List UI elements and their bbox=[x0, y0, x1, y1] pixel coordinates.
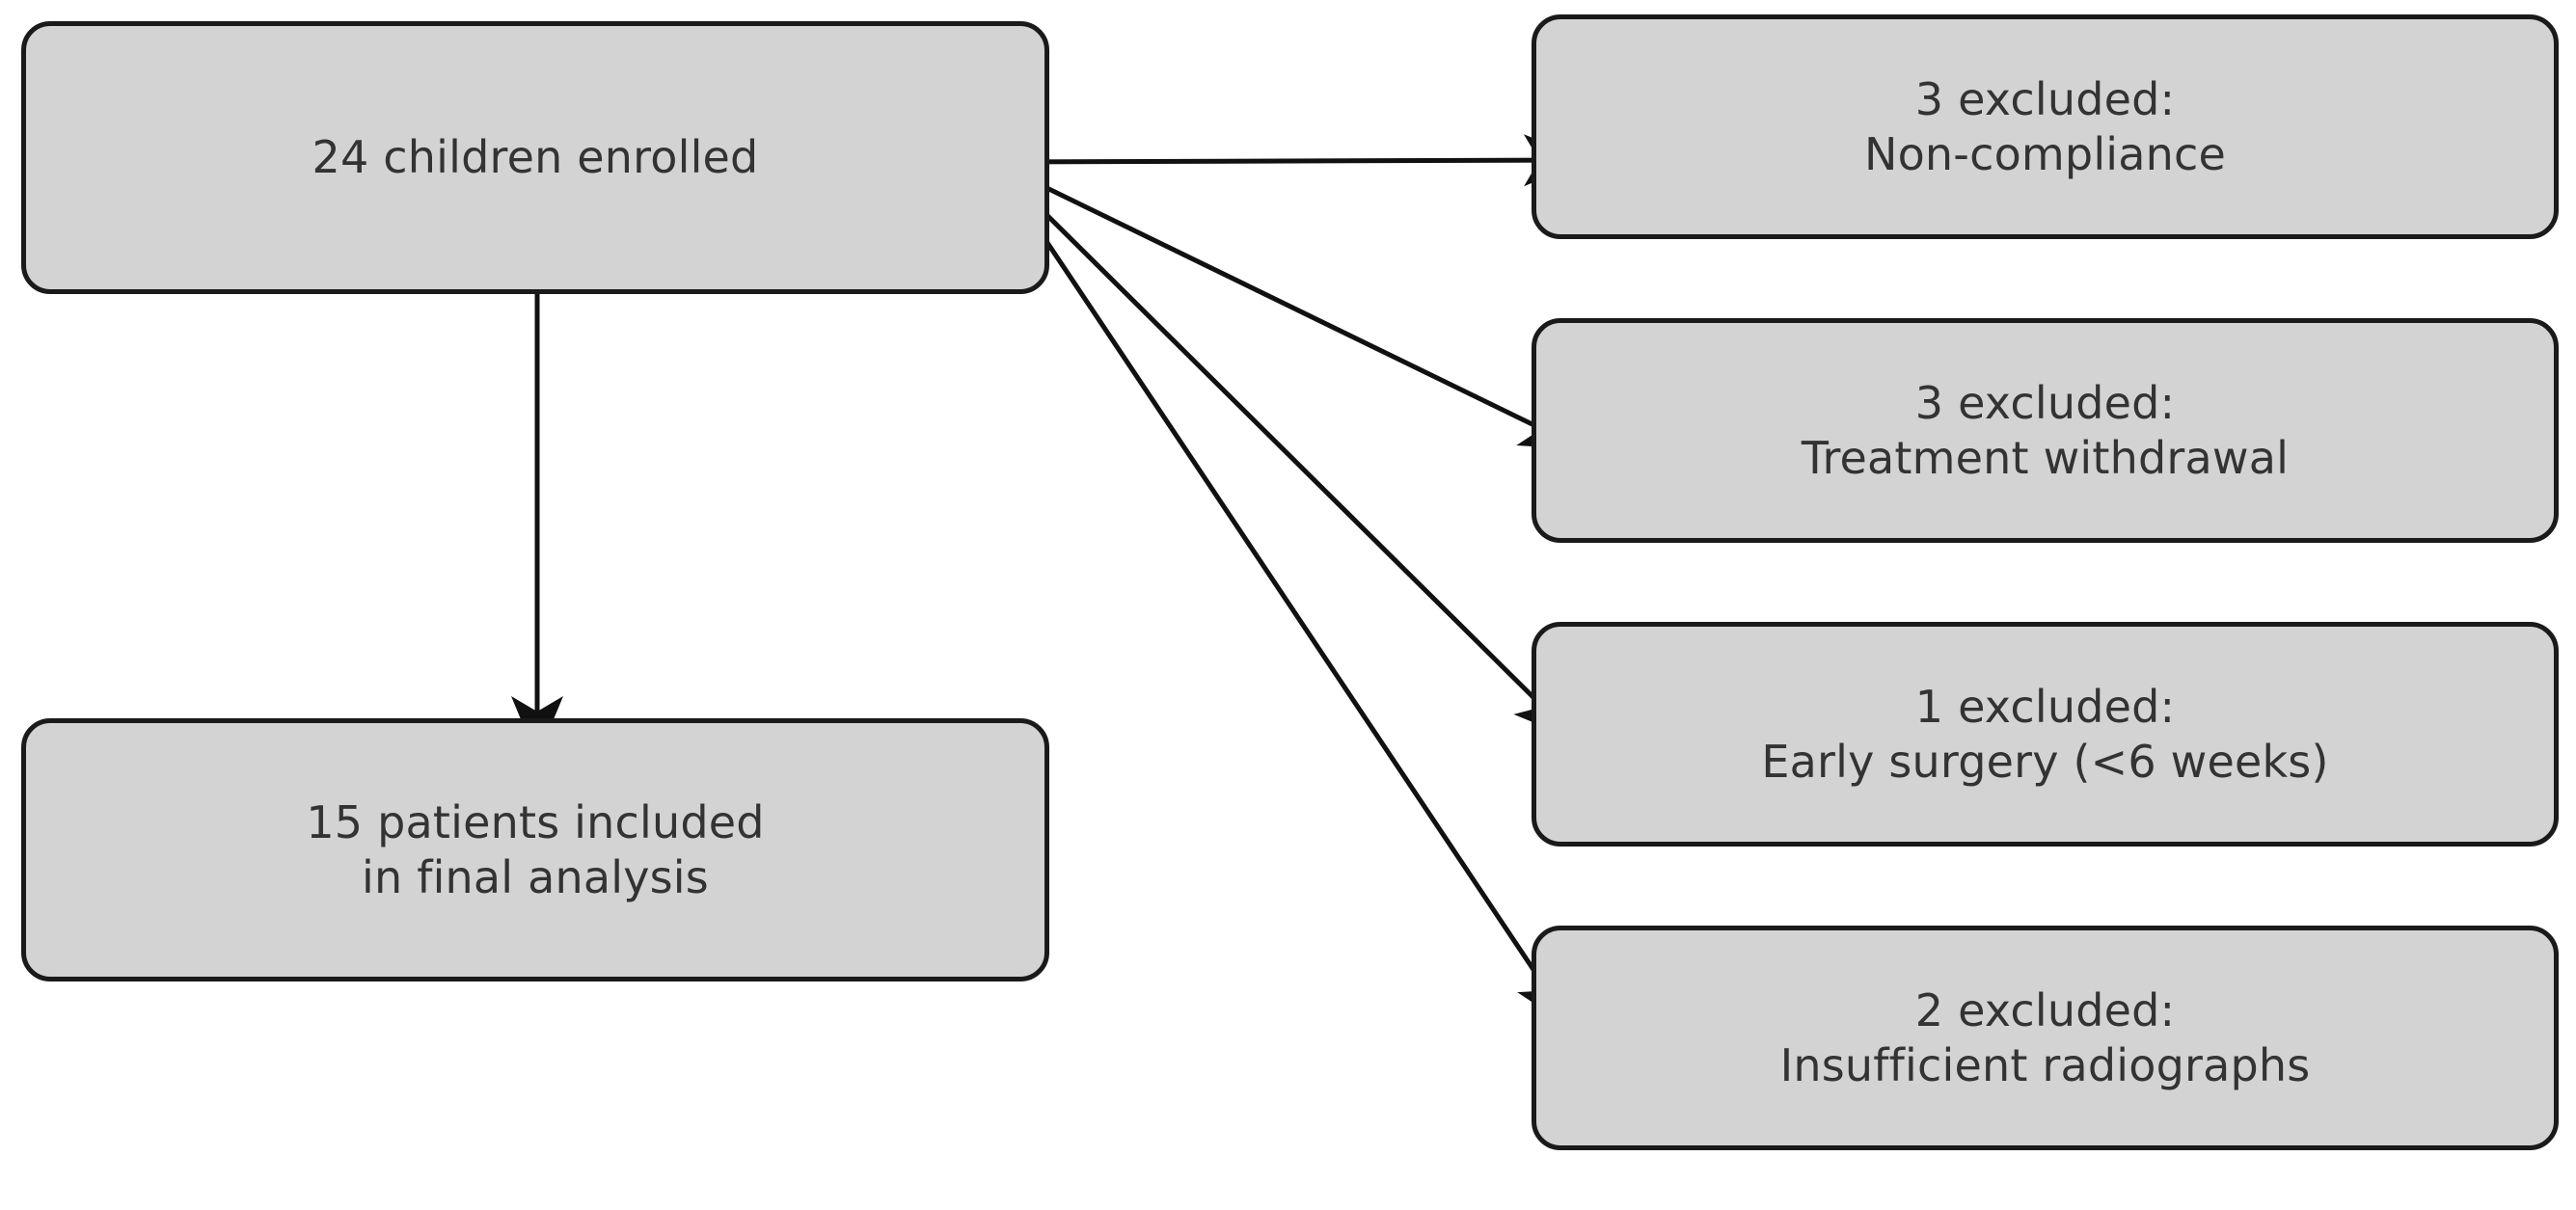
node-excluded-early-surgery-label: 1 excluded: Early surgery (<6 weeks) bbox=[1761, 681, 2329, 788]
node-enrolled[interactable]: 24 children enrolled bbox=[21, 21, 1049, 294]
node-enrolled-label: 24 children enrolled bbox=[312, 131, 759, 184]
node-excluded-treatment-withdrawal[interactable]: 3 excluded: Treatment withdrawal bbox=[1532, 318, 2559, 543]
edge-enrolled-to-early-surgery bbox=[991, 160, 1577, 740]
edge-enrolled-to-non-compliance bbox=[992, 134, 1586, 187]
node-excluded-early-surgery[interactable]: 1 excluded: Early surgery (<6 weeks) bbox=[1532, 622, 2559, 847]
edge-enrolled-to-insufficient-radiographs bbox=[990, 160, 1574, 1031]
node-excluded-non-compliance-label: 3 excluded: Non-compliance bbox=[1863, 73, 2227, 180]
node-final-analysis[interactable]: 15 patients included in final analysis bbox=[21, 718, 1049, 981]
node-excluded-insufficient-radiographs[interactable]: 2 excluded: Insufficient radiographs bbox=[1532, 926, 2559, 1150]
node-excluded-insufficient-radiographs-label: 2 excluded: Insufficient radiographs bbox=[1779, 984, 2311, 1091]
node-excluded-non-compliance[interactable]: 3 excluded: Non-compliance bbox=[1532, 14, 2559, 239]
node-final-analysis-label: 15 patients included in final analysis bbox=[306, 796, 765, 903]
edge-enrolled-to-treatment-withdrawal bbox=[991, 159, 1585, 450]
node-excluded-treatment-withdrawal-label: 3 excluded: Treatment withdrawal bbox=[1801, 377, 2290, 484]
